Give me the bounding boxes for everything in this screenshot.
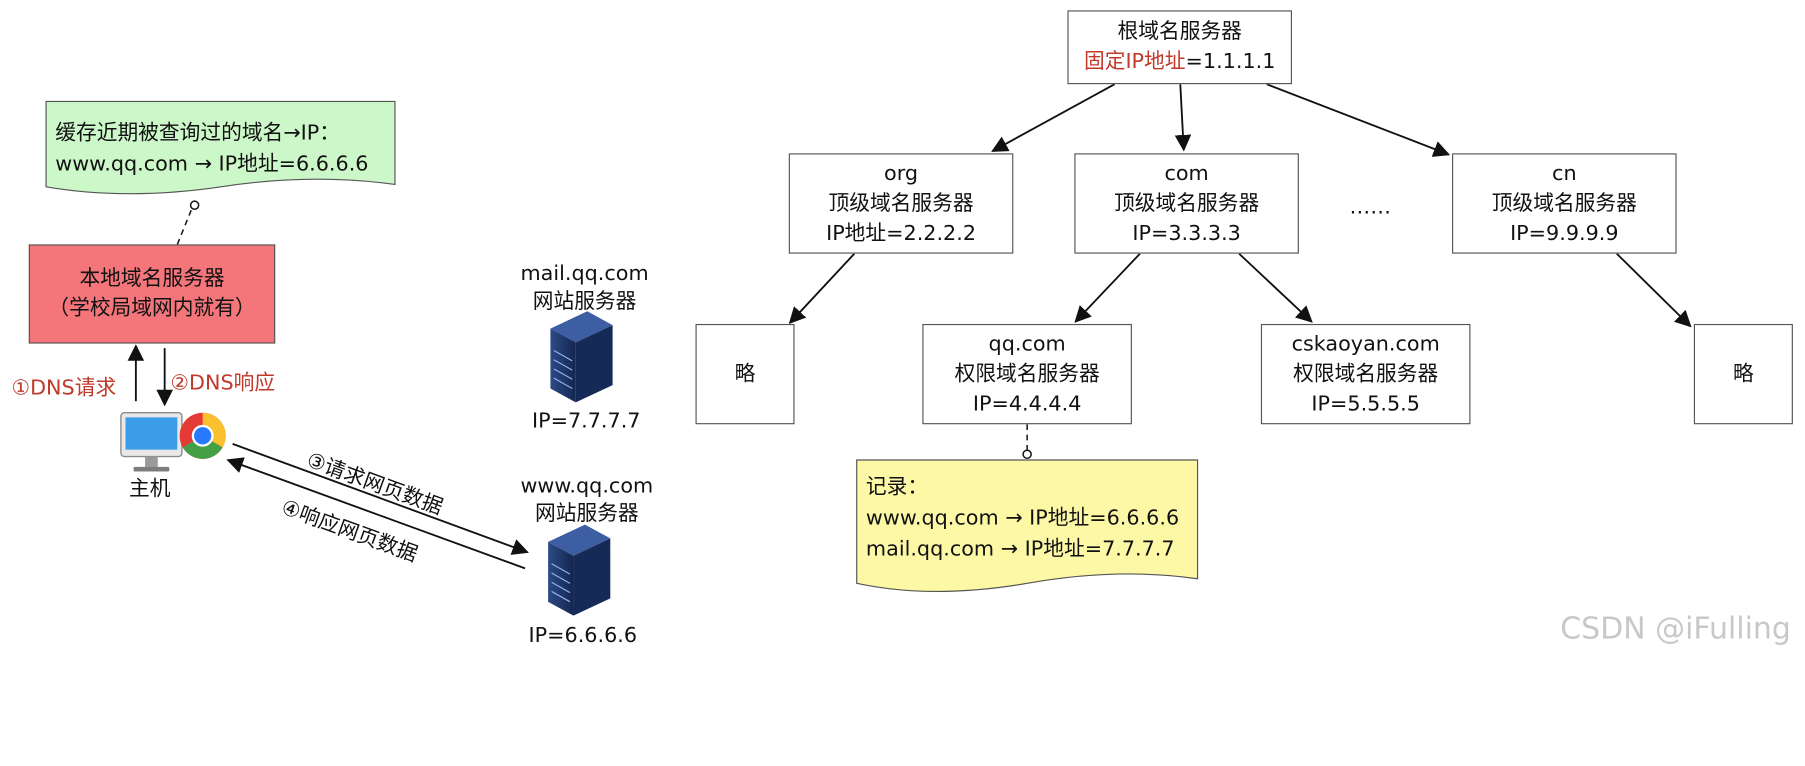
root-server-ip: 固定IP地址=1.1.1.1: [1084, 47, 1275, 77]
web-server-icon: [548, 524, 611, 616]
connector-layer: [45, 83, 1692, 616]
mail-server-icon: [550, 311, 613, 403]
auth-server-qq: qq.com 权限域名服务器 IP=4.4.4.4: [922, 323, 1132, 425]
tld-ip: IP地址=2.2.2.2: [826, 220, 977, 245]
omitted-node-org: 略: [695, 323, 795, 425]
cache-note: 缓存近期被查询过的域名→IP： www.qq.com → IP地址=6.6.6.…: [46, 101, 395, 179]
cache-note-connector: [176, 207, 193, 245]
auth-domain: qq.com: [988, 331, 1066, 356]
root-server-ip-value: =1.1.1.1: [1185, 49, 1276, 74]
tld-server-cn: cn 顶级域名服务器 IP=9.9.9.9: [1452, 153, 1677, 254]
cache-note-title: 缓存近期被查询过的域名→IP：: [55, 121, 340, 146]
root-server-ip-prefix: 固定IP地址: [1083, 49, 1186, 74]
tld-server-com: com 顶级域名服务器 IP=3.3.3.3: [1074, 153, 1299, 254]
auth-ip: IP=4.4.4.4: [972, 391, 1082, 416]
record-note-line: www.qq.com → IP地址=6.6.6.6: [865, 506, 1180, 531]
root-server-name: 根域名服务器: [1117, 19, 1242, 44]
record-note-title: 记录：: [865, 474, 929, 500]
step-dns-response: ②DNS响应: [170, 371, 276, 396]
tld-role: 顶级域名服务器: [1114, 190, 1260, 216]
mail-server-ip: IP=7.7.7.7: [531, 409, 641, 434]
arrow-com-to-qq: [1074, 253, 1141, 323]
mail-server-domain: mail.qq.com: [520, 261, 649, 286]
watermark: CSDN @iFulling: [1560, 612, 1791, 647]
omitted-label: 略: [734, 361, 756, 386]
arrow-cn-to-omitted: [1616, 252, 1692, 328]
monitor-icon: [120, 412, 183, 472]
auth-role: 权限域名服务器: [1293, 361, 1439, 386]
browser-icon: [179, 412, 226, 459]
record-note-line: mail.qq.com → IP地址=7.7.7.7: [865, 537, 1175, 562]
record-note-shape: [856, 459, 1199, 593]
arrow-com-to-cskaoyan: [1238, 252, 1313, 323]
step-dns-request: ①DNS请求: [11, 375, 117, 401]
arrow-root-to-org: [991, 83, 1116, 152]
tld-role: 顶级域名服务器: [828, 190, 974, 216]
auth-server-cskaoyan: cskaoyan.com 权限域名服务器 IP=5.5.5.5: [1260, 323, 1471, 425]
auth-ip: IP=5.5.5.5: [1311, 391, 1420, 416]
host-label: 主机: [128, 477, 171, 502]
web-server-role: 网站服务器: [535, 501, 639, 526]
local-dns-name: 本地域名服务器: [79, 266, 225, 291]
tld-ip: IP=9.9.9.9: [1510, 220, 1619, 245]
cache-note-anchor: [189, 200, 200, 211]
arrow-root-to-com: [1174, 84, 1192, 152]
tld-domain: org: [884, 160, 919, 186]
local-dns-server: 本地域名服务器 （学校局域网内就有）: [28, 244, 276, 344]
arrow-root-to-cn: [1266, 83, 1451, 157]
tld-server-org: org 顶级域名服务器 IP地址=2.2.2.2: [788, 153, 1014, 254]
web-server-ip: IP=6.6.6.6: [528, 623, 638, 648]
cache-note-shape: [45, 100, 396, 195]
omitted-label: 略: [1733, 361, 1754, 386]
web-server-title: www.qq.com 网站服务器: [520, 473, 653, 528]
record-note: 记录： www.qq.com → IP地址=6.6.6.6 mail.qq.co…: [857, 460, 1198, 565]
root-server-node: 根域名服务器 固定IP地址=1.1.1.1: [1067, 10, 1292, 85]
arrow-page-response: [226, 457, 526, 570]
auth-domain: cskaoyan.com: [1291, 331, 1440, 356]
tld-role: 顶级域名服务器: [1491, 190, 1637, 216]
tld-domain: com: [1164, 160, 1209, 186]
web-server-domain: www.qq.com: [520, 473, 654, 499]
tld-ip: IP=3.3.3.3: [1132, 220, 1241, 245]
local-dns-desc: （学校局域网内就有）: [48, 296, 256, 321]
arrow-org-to-omitted: [788, 253, 856, 325]
record-note-anchor: [1022, 449, 1032, 460]
auth-role: 权限域名服务器: [954, 361, 1100, 386]
omitted-node-cn: 略: [1693, 323, 1793, 425]
cache-note-line: www.qq.com → IP地址=6.6.6.6: [55, 152, 369, 177]
mail-server-role: 网站服务器: [532, 289, 637, 314]
tld-domain: cn: [1552, 160, 1577, 186]
mail-server-title: mail.qq.com 网站服务器: [520, 261, 648, 316]
arrow-page-request: [232, 443, 529, 555]
tld-ellipsis: ……: [1349, 194, 1392, 220]
